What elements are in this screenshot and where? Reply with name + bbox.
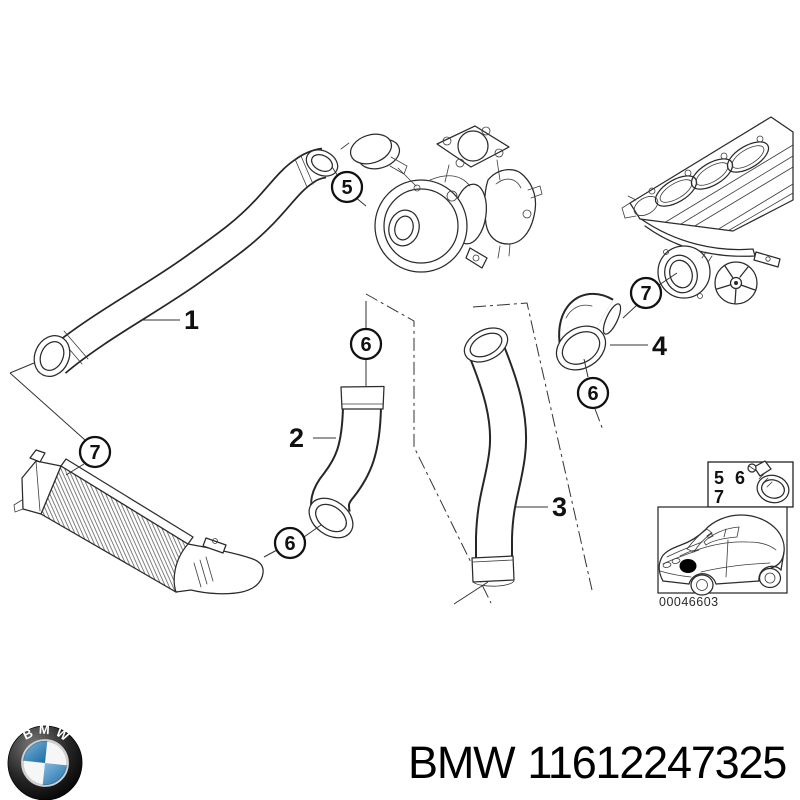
part-label-4[interactable]: 4: [652, 331, 667, 361]
svg-text:6: 6: [587, 383, 598, 405]
legend-item-5: 5: [714, 468, 724, 488]
callout-6-left[interactable]: 6: [273, 526, 307, 560]
part-location-dot: [679, 559, 697, 573]
part-label-2[interactable]: 2: [289, 423, 304, 453]
intake-ports: [633, 141, 770, 216]
hose-clamp-icon: [747, 460, 790, 504]
callout-6-right[interactable]: 6: [576, 376, 610, 410]
svg-text:5: 5: [341, 177, 352, 199]
legend-box: 5 6 7: [707, 460, 794, 508]
legend-item-6: 6: [735, 468, 745, 488]
callout-6-top[interactable]: 6: [349, 327, 383, 361]
turbocharger-drawing: [340, 125, 543, 273]
legend-item-7: 7: [714, 487, 724, 507]
part-label-3[interactable]: 3: [552, 492, 567, 522]
part-label-1[interactable]: 1: [184, 305, 199, 335]
svg-text:6: 6: [284, 533, 295, 555]
svg-text:6: 6: [360, 334, 371, 356]
car-sketch: [658, 514, 785, 596]
callout-5[interactable]: 5: [330, 170, 364, 204]
elbow-hose-2: [308, 385, 385, 539]
callout-7-left[interactable]: 7: [78, 435, 112, 469]
svg-text:7: 7: [89, 442, 100, 464]
intercooler-drawing: [13, 449, 264, 595]
svg-text:7: 7: [640, 283, 651, 305]
bmw-roundel-logo: BMW: [7, 719, 83, 800]
phantom-boundary-lines: [365, 293, 604, 604]
hose-1: [33, 147, 339, 377]
pressure-pipe-3: [463, 327, 528, 587]
car-thumbnail: 00046603: [657, 506, 788, 609]
throttle-body: [657, 245, 758, 305]
image-code: 00046603: [659, 595, 719, 609]
callout-7-right[interactable]: 7: [629, 276, 663, 310]
part-labels: 1 2 3 4: [142, 305, 667, 522]
elbow-boot-4: [555, 292, 622, 371]
intake-manifold-drawing: [621, 116, 794, 305]
